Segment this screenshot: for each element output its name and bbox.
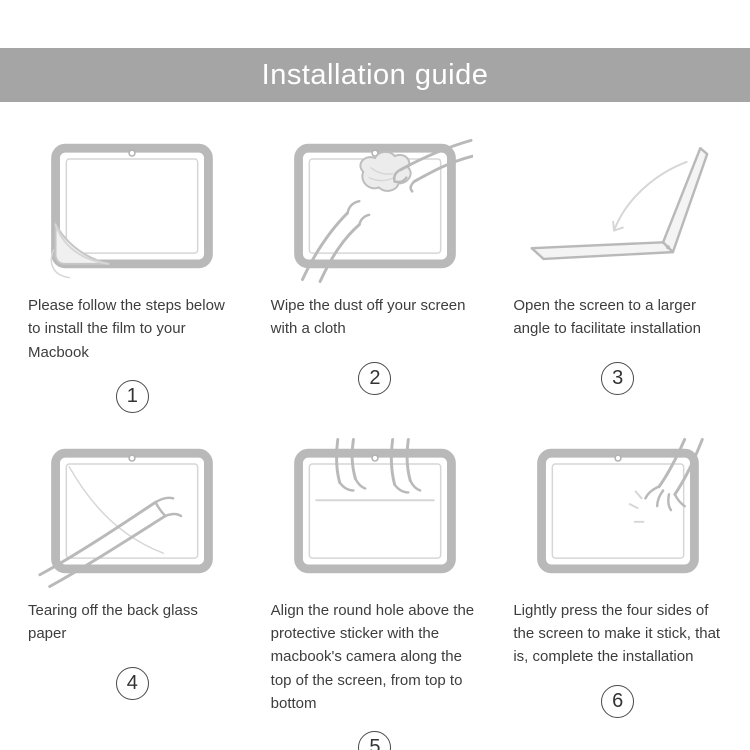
step-5: Align the round hole above the protectiv… [269, 437, 482, 750]
step-caption: Tearing off the back glass paper [28, 601, 198, 642]
step-caption: Please follow the steps below to install… [28, 297, 225, 361]
step-2: Wipe the dust off your screen with a clo… [269, 132, 482, 419]
step-1: Please follow the steps below to install… [26, 132, 239, 419]
tear-back-paper-illustration [26, 437, 239, 589]
step-4: Tearing off the back glass paper 4 [26, 437, 239, 750]
step-number-badge: 1 [115, 379, 149, 413]
open-screen-wide-illustration [511, 132, 724, 284]
macbook-film-peel-illustration [26, 132, 239, 284]
step-6: Lightly press the four sides of the scre… [511, 437, 724, 750]
step-caption: Align the round hole above the protectiv… [270, 601, 475, 712]
align-film-camera-illustration [269, 437, 482, 589]
step-number-badge: 2 [358, 362, 392, 395]
step-number-badge: 6 [601, 684, 635, 718]
wipe-screen-cloth-illustration [269, 132, 482, 284]
header-bar: Installation guide [0, 48, 750, 102]
step-caption: Open the screen to a larger angle to fac… [513, 297, 701, 338]
page-title: Installation guide [261, 58, 489, 91]
step-3: Open the screen to a larger angle to fac… [511, 132, 724, 419]
step-number-badge: 5 [358, 731, 392, 750]
steps-grid: Please follow the steps below to install… [0, 102, 750, 750]
step-number-badge: 4 [115, 666, 149, 700]
step-caption: Wipe the dust off your screen with a clo… [270, 297, 466, 338]
step-number-badge: 3 [601, 362, 635, 395]
step-caption: Lightly press the four sides of the scre… [513, 601, 721, 666]
press-four-sides-illustration [511, 437, 724, 589]
